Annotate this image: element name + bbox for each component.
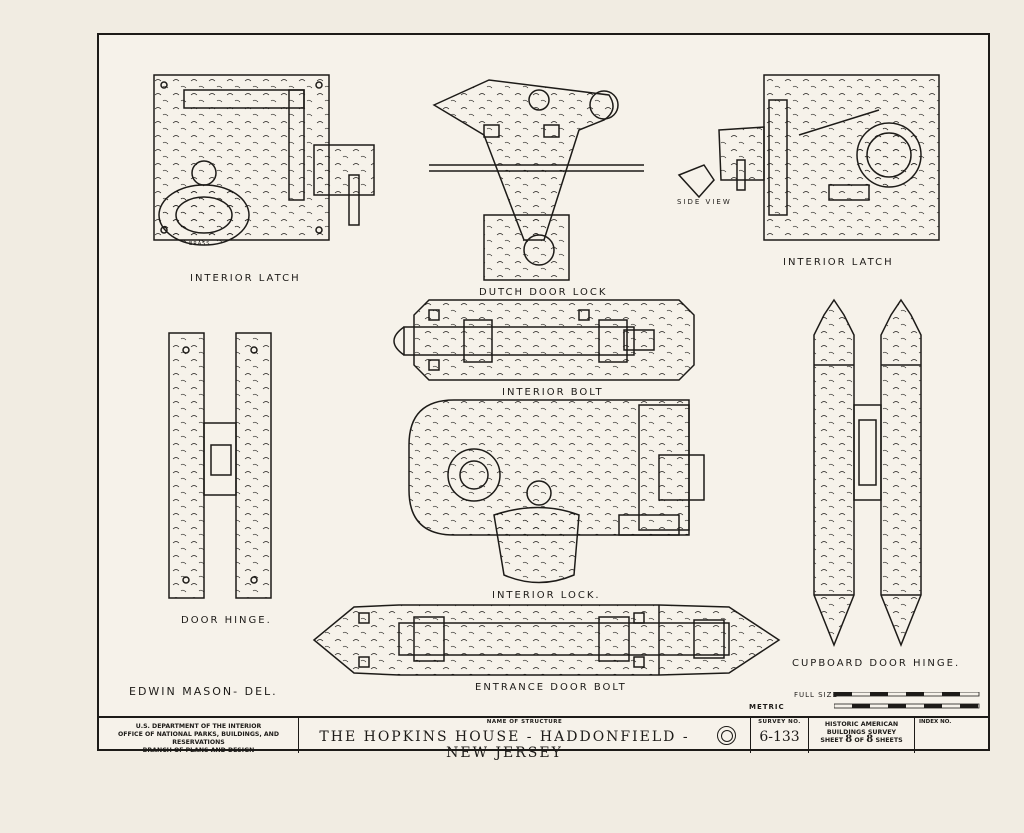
interior-bolt-figure [393,299,695,381]
department-line2: OFFICE OF NATIONAL PARKS, BUILDINGS, AND… [118,731,279,746]
cupboard-door-hinge-figure [813,298,922,648]
delineator: EDWIN MASON- DEL. [129,685,278,698]
cupboard-door-hinge-label: CUPBOARD DOOR HINGE. [792,658,961,669]
department-cell: U.S. DEPARTMENT OF THE INTERIOR OFFICE O… [99,718,299,754]
survey-cell: SURVEY NO. 6-133 [751,718,809,753]
of-word: OF [854,737,865,744]
department-line1: U.S. DEPARTMENT OF THE INTERIOR [135,723,262,730]
name-of-structure-caption: NAME OF STRUCTURE [486,719,563,725]
title-block: U.S. DEPARTMENT OF THE INTERIOR OFFICE O… [99,716,988,761]
index-caption: INDEX NO. [919,719,952,725]
door-hinge-figure [168,332,272,599]
interior-latch-left-figure [153,74,375,246]
interior-lock-label: INTERIOR LOCK. [492,590,601,601]
survey-no-caption: SURVEY NO. [758,719,801,725]
interior-lock-figure [408,399,705,584]
interior-latch-right-label: INTERIOR LATCH [783,257,894,268]
survey-number: 6-133 [759,729,800,745]
scale-bar [834,692,980,709]
interior-latch-left-label: INTERIOR LATCH [190,273,301,284]
sheets-word: SHEETS [875,737,903,744]
dutch-door-lock-label: DUTCH DOOR LOCK [479,287,608,298]
drawing-sheet: INTERIOR LATCH DUTCH DOOR LOCK INTERIOR … [97,33,990,761]
index-cell: INDEX NO. [915,718,988,753]
full-size-label: FULL SIZE [794,691,838,699]
graphic-scale: FULL SIZE METRIC [749,690,989,714]
habs-line1: HISTORIC AMERICAN [824,721,899,728]
sheet-word: SHEET [820,737,844,744]
interior-latch-right-figure [677,74,940,241]
metric-label: METRIC [749,703,785,711]
habs-line2: BUILDINGS SURVEY [826,728,897,736]
habs-seal-icon [717,726,736,745]
sheet-total: 8 [866,734,874,745]
door-hinge-label: DOOR HINGE. [181,615,272,626]
sheet-count: SHEET 8 OF 8 SHEETS [809,734,914,745]
entrance-door-bolt-label: ENTRANCE DOOR BOLT [475,682,627,693]
brass-label: BRASS [189,241,211,247]
interior-bolt-label: INTERIOR BOLT [502,387,604,398]
sheet-number: 8 [845,734,853,745]
structure-cell: NAME OF STRUCTURE THE HOPKINS HOUSE - HA… [299,718,751,761]
entrance-door-bolt-figure [312,604,781,676]
structure-name: THE HOPKINS HOUSE - HADDONFIELD - NEW JE… [319,729,690,761]
hardware-drawings [153,74,940,676]
side-view-label: SIDE VIEW [677,198,732,206]
department-line3: BRANCH OF PLANS AND DESIGN [142,747,255,754]
habs-cell: HISTORIC AMERICAN BUILDINGS SURVEY SHEET… [809,718,915,753]
dutch-door-lock-figure [429,79,644,281]
